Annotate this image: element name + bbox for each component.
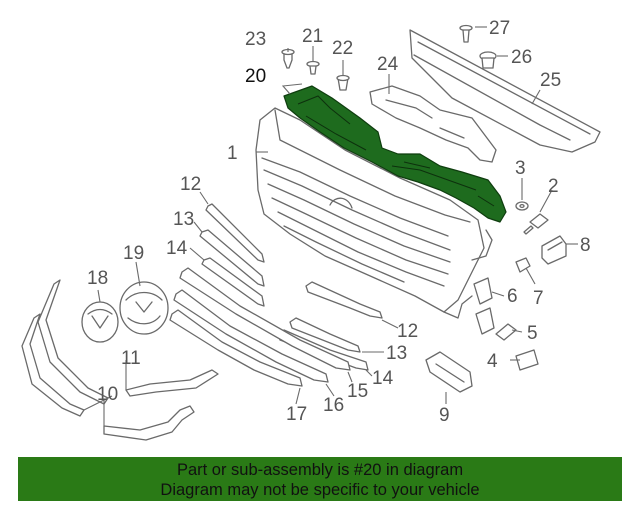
notice-line-2: Diagram may not be specific to your vehi… [160,481,480,499]
part-20-upper-bracket-highlighted[interactable] [283,85,507,223]
part-2-screw[interactable] [523,213,549,235]
callout-3: 3 [515,158,526,179]
callout-25: 25 [540,70,561,91]
callout-14-upper: 14 [166,238,188,259]
part-22-clip[interactable] [336,74,350,91]
part-3-washer[interactable] [515,201,529,211]
part-6-brackets[interactable] [473,277,495,335]
callout-14-lower: 14 [372,368,394,389]
callout-16: 16 [323,395,344,416]
callout-22: 22 [332,38,353,59]
callout-26: 26 [511,47,532,68]
callout-18: 18 [87,268,108,289]
callout-13-upper: 13 [173,209,194,230]
part-19-emblem-base[interactable] [119,281,169,335]
callout-12-upper: 12 [180,174,201,195]
part-23-push-clip[interactable] [281,48,295,69]
callout-2: 2 [548,176,559,197]
part-27-push-clip[interactable] [459,24,473,43]
callout-numbers: 1 2 3 4 5 6 7 8 9 10 11 12 12 13 13 14 1… [87,18,591,426]
callout-17: 17 [286,404,307,425]
callout-5: 5 [527,323,538,344]
callout-20: 20 [245,66,266,87]
callout-8: 8 [580,235,591,256]
notice-banner: Part or sub-assembly is #20 in diagram D… [18,457,622,501]
callout-12-lower: 12 [397,321,418,342]
part-25-upper-garnish[interactable] [409,29,601,153]
part-9-lower-bracket[interactable] [425,351,473,393]
part-17-lower-molding[interactable] [169,309,303,387]
parts-diagram: 1 2 3 4 5 6 7 8 9 10 11 12 12 13 13 14 1… [21,18,601,441]
part-4-nut-plate[interactable] [515,349,539,371]
callout-4: 4 [487,351,498,372]
part-26-nut-clip[interactable] [479,51,497,69]
part-18-emblem[interactable] [81,301,119,343]
callout-10: 10 [97,384,118,405]
part-16-lower-molding[interactable] [173,289,329,383]
callout-11: 11 [121,348,141,369]
part-8-bracket[interactable] [541,235,567,265]
callout-1: 1 [227,143,238,164]
part-13-molding-strips[interactable] [199,229,361,353]
part-15-lower-molding[interactable] [179,267,351,371]
callout-27: 27 [489,18,510,39]
callout-24: 24 [377,54,399,75]
part-12-molding-strips[interactable] [205,203,383,319]
part-21-bolt[interactable] [306,60,320,75]
callout-15: 15 [347,381,368,402]
part-24-shield-bracket[interactable] [369,85,497,163]
callout-6: 6 [507,286,518,307]
callout-7: 7 [533,288,544,309]
callout-9: 9 [439,405,450,426]
notice-line-1: Part or sub-assembly is #20 in diagram [176,461,464,479]
leader-lines [83,26,578,426]
part-5-clip[interactable] [495,323,517,341]
part-1-grille[interactable] [255,107,493,319]
callout-23: 23 [245,29,266,50]
callout-13-lower: 13 [386,343,407,364]
part-7-clip[interactable] [515,257,531,273]
callout-21: 21 [302,26,323,47]
callout-19: 19 [123,243,144,264]
